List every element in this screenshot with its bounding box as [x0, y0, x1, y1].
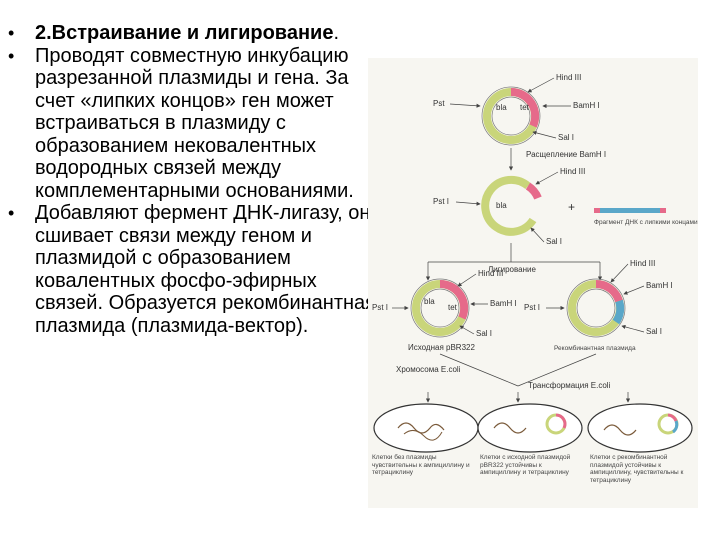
top-tet-label: tet	[520, 103, 530, 112]
top-pst-label: Pst	[433, 99, 445, 108]
bullet-item-3: • Добавляют фермент ДНК-лигазу, он сшива…	[0, 202, 380, 337]
cell-1-caption: Клетки без плазмиды чувствительны к ампи…	[372, 454, 470, 476]
cell-3: Клетки с рекомбинантной плазмидой устойч…	[587, 403, 693, 484]
cut-pst-label: Pst I	[433, 197, 449, 206]
top-plasmid: Pst bla tet Hind III BamH I Sal I	[433, 73, 600, 146]
bullet-bold-text: 2.Встраивание и лигирование	[35, 22, 334, 44]
cell-2: Клетки с исходной плазмидой pBR322 устой…	[477, 403, 583, 476]
right-plasmid-caption: Рекомбинантная плазмида	[554, 344, 636, 352]
left-tet-label: tet	[448, 303, 458, 312]
top-bla-label: bla	[496, 103, 507, 112]
bullet-list: • 2.Встраивание и лигирование. • Проводя…	[0, 22, 380, 337]
top-bam-label: BamH I	[573, 101, 600, 110]
chromosome-label: Хромосома E.coli	[396, 365, 461, 374]
dna-fragment: Фрагмент ДНК с липкими концами	[594, 208, 698, 226]
left-plasmid: Pst I bla tet Hind III BamH I Sal I Исхо…	[372, 269, 517, 352]
bullet-dot: •	[8, 45, 15, 66]
left-sal-label: Sal I	[476, 329, 492, 338]
fragment-label: Фрагмент ДНК с липкими концами	[594, 219, 698, 226]
plasmid-diagram: Pst bla tet Hind III BamH I Sal I Расщеп…	[368, 58, 698, 508]
left-plasmid-caption: Исходная pBR322	[408, 343, 475, 352]
plus-sign: +	[568, 200, 575, 214]
bullet-dot: •	[8, 203, 15, 223]
bullet-text: Проводят совместную инкубацию разрезанно…	[35, 44, 354, 202]
right-sal-label: Sal I	[646, 327, 662, 336]
bullet-text: .	[333, 22, 340, 44]
top-sal-label: Sal I	[558, 133, 574, 142]
top-hind-label: Hind III	[556, 73, 581, 82]
left-bla-label: bla	[424, 297, 435, 306]
right-pst-label: Pst I	[524, 303, 540, 312]
bullet-item-1: • 2.Встраивание и лигирование.	[0, 22, 380, 45]
cut-sal-label: Sal I	[546, 237, 562, 246]
left-bam-label: BamH I	[490, 299, 517, 308]
bullet-dot: •	[8, 23, 15, 43]
bullet-text: Добавляют фермент ДНК-лигазу, он сшивает…	[35, 202, 376, 337]
cut-plasmid: Pst I bla Hind III Sal I +	[433, 167, 585, 246]
cut-hind-label: Hind III	[560, 167, 585, 176]
bullet-item-2: • Проводят совместную инкубацию разрезан…	[0, 45, 380, 203]
right-hind-label: Hind III	[630, 259, 655, 268]
cut-bla-label: bla	[496, 201, 507, 210]
right-bam-label: BamH I	[646, 281, 673, 290]
cell-2-caption: Клетки с исходной плазмидой pBR322 устой…	[480, 454, 571, 476]
cell-3-caption: Клетки с рекомбинантной плазмидой устойч…	[590, 454, 684, 484]
left-hind-label: Hind III	[478, 269, 503, 278]
plasmid-diagram-svg: Pst bla tet Hind III BamH I Sal I Расщеп…	[372, 73, 698, 484]
cut-label: Расщепление BamH I	[526, 150, 606, 159]
transformation-label: Трансформация E.coli	[528, 381, 611, 390]
left-pst-label: Pst I	[372, 303, 388, 312]
cell-1: Клетки без плазмиды чувствительны к ампи…	[372, 403, 479, 476]
right-plasmid: Pst I Hind III BamH I Sal I Рекомбинантн…	[524, 259, 673, 352]
ligation-label: Лигирование	[488, 265, 537, 274]
